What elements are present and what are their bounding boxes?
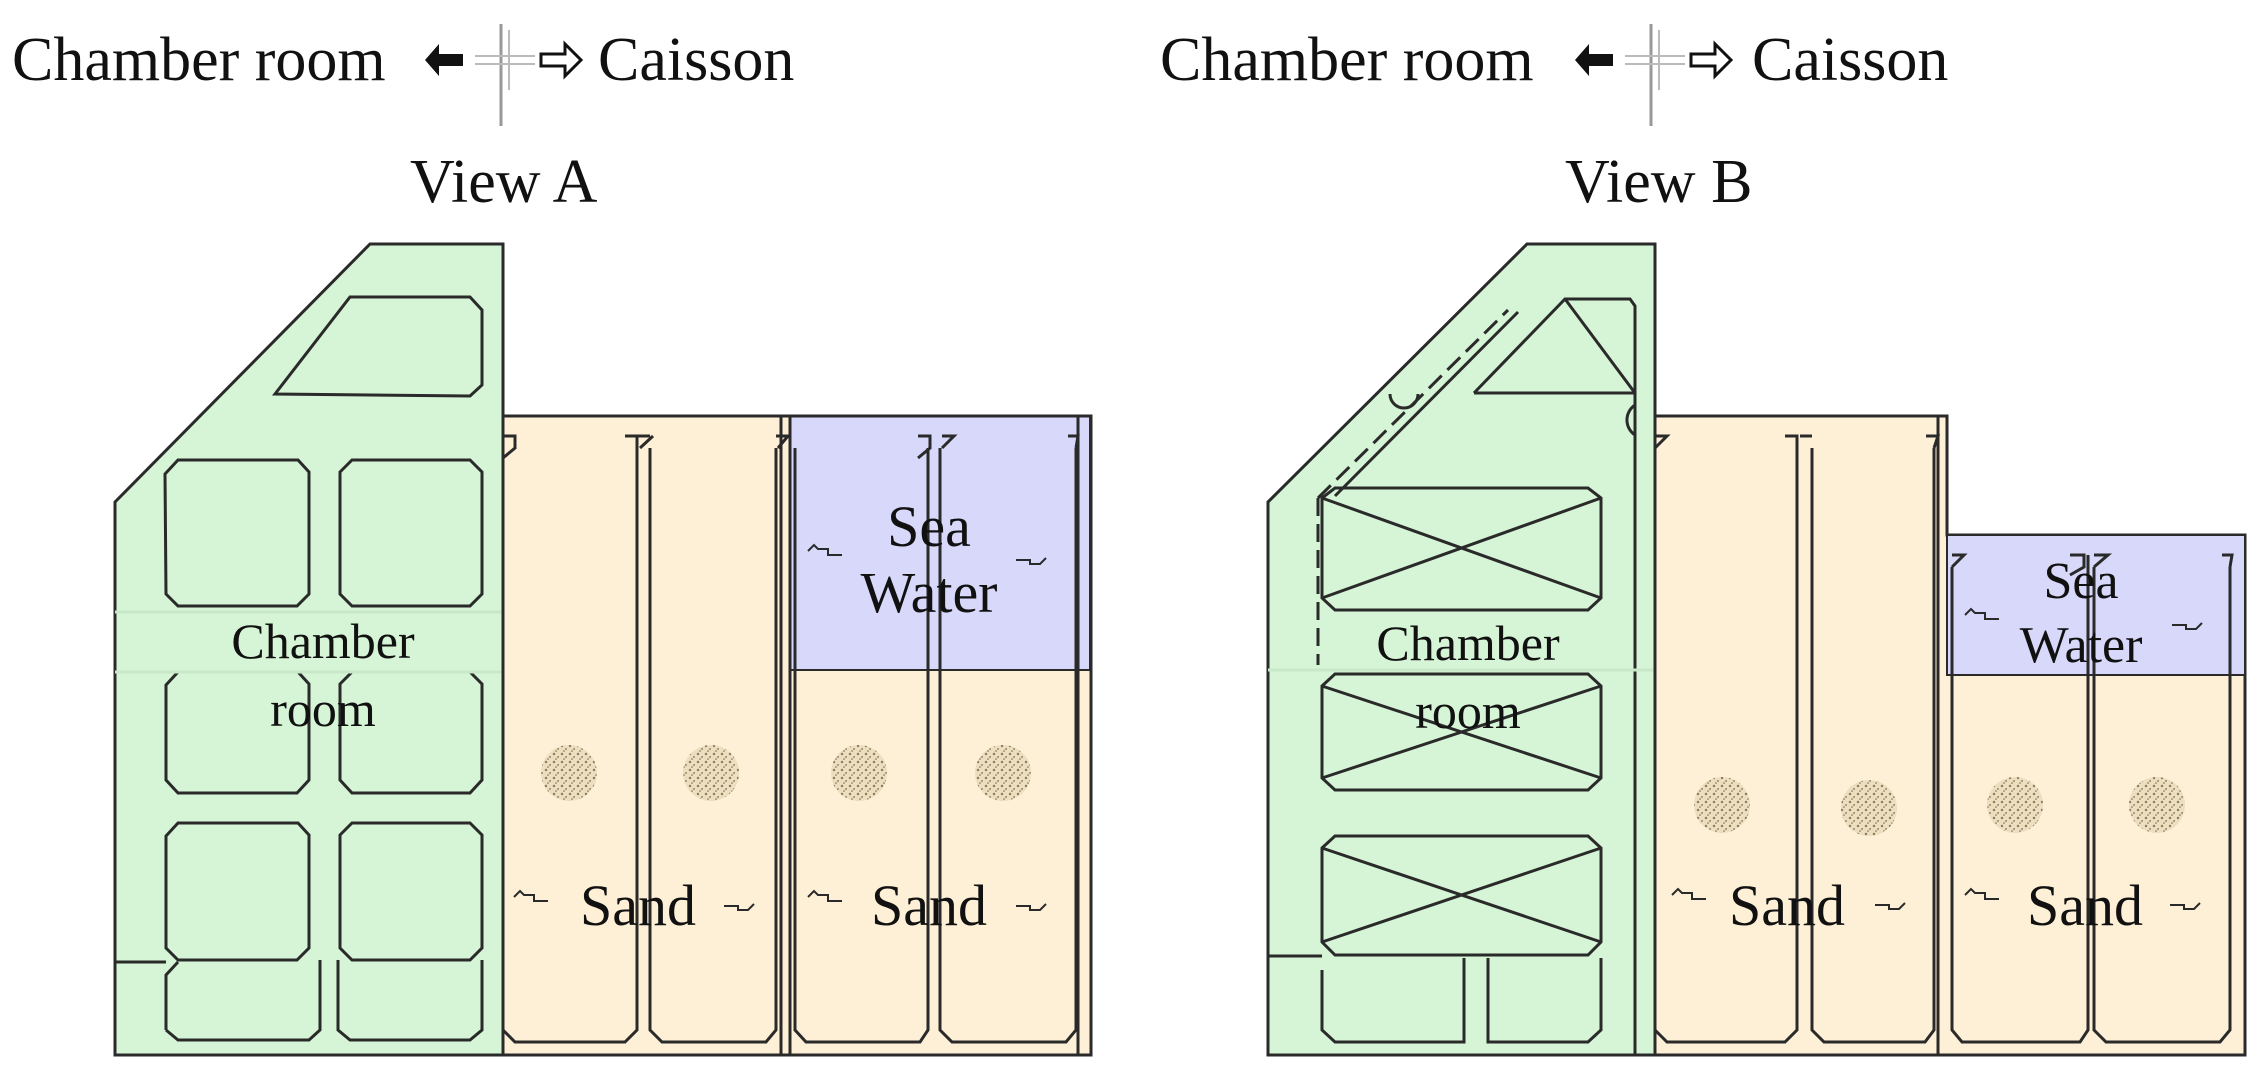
view-b-title: View B bbox=[1565, 148, 1752, 216]
view-b-direction-arrows-icon bbox=[1575, 24, 1734, 126]
view-a-sand-label-left: Sand bbox=[580, 873, 696, 938]
view-b-caisson-sand-region bbox=[1653, 414, 2247, 1057]
view-a-water-label-line1: Sea bbox=[887, 494, 971, 559]
view-a-title: View A bbox=[410, 148, 598, 216]
view-b-sand-dots bbox=[1694, 777, 2185, 836]
view-b-sea-water-region bbox=[1946, 534, 2246, 676]
view-a-chamber-label-line2: room bbox=[270, 681, 376, 737]
view-a-tie-rod-marks bbox=[513, 543, 1047, 911]
view-b-tie-rod-marks bbox=[1671, 607, 2203, 910]
view-a-sand-label-right: Sand bbox=[871, 873, 987, 938]
view-a-sand-dots bbox=[541, 745, 1031, 801]
view-b-water-label-line1: Sea bbox=[2043, 553, 2118, 610]
view-a-direction-left: Chamber room bbox=[12, 26, 386, 94]
view-a-chamber-label-line1: Chamber bbox=[231, 613, 415, 669]
view-b-caisson-walls bbox=[1653, 416, 2234, 1055]
view-a: Chamber room Caisson View A bbox=[12, 24, 1093, 1057]
view-a-direction-right: Caisson bbox=[598, 26, 794, 94]
view-b-direction-right: Caisson bbox=[1752, 26, 1948, 94]
view-a-direction-arrows-icon bbox=[425, 24, 584, 126]
view-b-chamber-label-line2: room bbox=[1415, 683, 1521, 739]
view-b-chamber-label-line1: Chamber bbox=[1376, 615, 1560, 671]
view-b-sand-label-right: Sand bbox=[2027, 873, 2143, 938]
view-b: Chamber room Caisson View B bbox=[1160, 24, 2247, 1057]
view-a-water-label-line2: Water bbox=[860, 560, 997, 625]
view-b-water-label-line2: Water bbox=[2020, 617, 2143, 674]
view-b-chamber-compartments bbox=[1268, 297, 1637, 1055]
view-a-caisson-walls bbox=[501, 414, 1091, 1055]
view-b-sand-label-left: Sand bbox=[1729, 873, 1845, 938]
view-b-direction-left: Chamber room bbox=[1160, 26, 1534, 94]
